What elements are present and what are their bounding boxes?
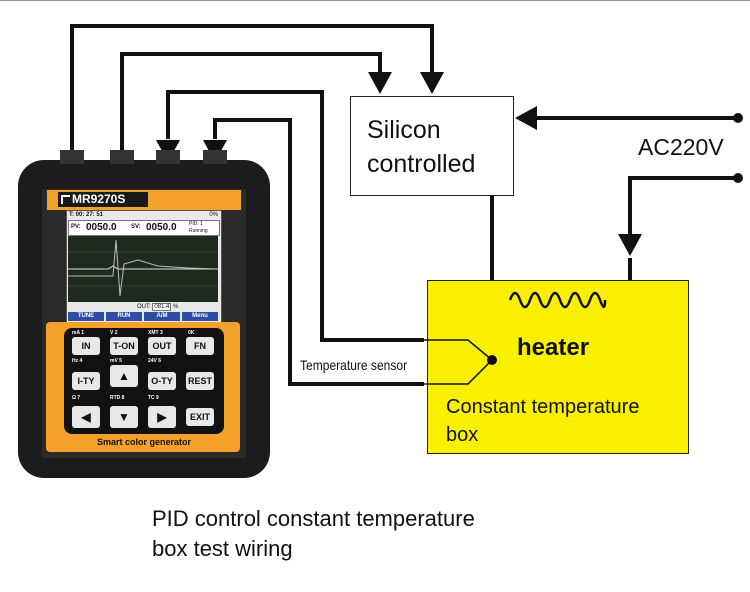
key-exit[interactable]: EXIT (186, 408, 214, 426)
key-o-ty[interactable]: O-TY (148, 372, 176, 390)
pid-mode: PID: 1 (189, 221, 203, 227)
scr-label-line2: controlled (367, 150, 476, 178)
out-value: 081.4 (152, 303, 172, 311)
out-unit: % (173, 304, 179, 310)
key-up[interactable]: ▲ (110, 365, 138, 387)
device-model-label: MR9270S (58, 192, 148, 207)
scr-label-line1: Silicon (367, 116, 441, 144)
sensor-junction-icon (487, 355, 497, 365)
silicon-controlled-box: Silicon controlled (350, 96, 514, 196)
device-connector-1 (60, 150, 84, 164)
key-sublabel-v: V 2 (110, 330, 118, 336)
key-fn[interactable]: FN (186, 337, 214, 355)
key-down[interactable]: ▼ (110, 406, 138, 428)
pv-value: 0050.0 (86, 222, 117, 233)
key-sublabel-mv: mV 5 (110, 358, 122, 364)
key-out[interactable]: OUT (148, 337, 176, 355)
sv-label: SV: (131, 224, 141, 230)
sensor-lead-upper (424, 339, 493, 361)
key-sublabel-ohm: Ω 7 (72, 395, 81, 401)
out-label: OUT: (137, 304, 151, 310)
wire-output-1 (70, 24, 434, 162)
wire-sensor-1 (166, 90, 424, 342)
softkey-menu[interactable]: Menu (182, 312, 218, 321)
key-i-ty[interactable]: I-TY (72, 372, 100, 390)
ac-terminal-top (733, 113, 743, 123)
device-connector-2 (110, 150, 134, 164)
screen-time: T: 00: 27: 51 (69, 212, 104, 218)
heater-coil-icon (508, 291, 607, 309)
arrow-down-2 (368, 72, 392, 94)
constant-temperature-box (427, 280, 689, 454)
wire-output-2 (120, 52, 382, 162)
wire-sensor-2 (213, 118, 424, 386)
key-sublabel-ma: mA 1 (72, 330, 85, 336)
trend-graph (68, 236, 218, 302)
key-t-on[interactable]: T-ON (110, 337, 138, 355)
screen-percent: 0% (209, 212, 218, 218)
top-divider (0, 0, 750, 1)
ac-terminal-bottom (733, 173, 743, 183)
box-label-line1: Constant temperature (446, 396, 640, 418)
screen-value-row: PV: 0050.0 SV: 0050.0 PID: 1 Running (68, 220, 220, 236)
out-row: OUT: 081.4 % (137, 303, 179, 311)
sensor-label: Temperature sensor (300, 357, 408, 373)
key-in[interactable]: IN (72, 337, 100, 355)
softkey-row: TUNE RUN A/M Menu (68, 312, 218, 321)
model-text: MR9270S (72, 192, 126, 206)
key-sublabel-tc: TC 9 (148, 395, 159, 401)
key-sublabel-rtd: RTD 8 (110, 395, 125, 401)
run-status: Running (189, 228, 208, 234)
softkey-tune[interactable]: TUNE (68, 312, 104, 321)
keypad: mA 1 IN V 2 T-ON XMT 3 OUT 0K FN Hz 4 I-… (64, 328, 224, 434)
arrow-left-ac (515, 106, 537, 130)
key-sublabel-ok: 0K (188, 330, 195, 336)
sv-value: 0050.0 (146, 222, 177, 233)
device-connector-4 (203, 150, 227, 164)
heater-label: heater (517, 334, 590, 361)
softkey-run[interactable]: RUN (106, 312, 142, 321)
key-sublabel-24v: 24V 6 (148, 358, 162, 364)
key-sublabel-hz: Hz 4 (72, 358, 83, 364)
device-brand-label: Smart color generator (96, 437, 192, 447)
logo-mark-icon (61, 195, 70, 204)
power-label: AC220V (638, 134, 724, 160)
sensor-lead-lower (424, 359, 493, 385)
device-connector-3 (156, 150, 180, 164)
device-screen: T: 00: 27: 51 0% PV: 0050.0 SV: 0050.0 P… (66, 210, 222, 324)
arrow-down-1 (420, 72, 444, 94)
box-label-line2: box (446, 424, 479, 446)
caption-line2: box test wiring (152, 536, 293, 561)
wire-ac-bottom (628, 176, 737, 236)
caption-line1: PID control constant temperature (152, 506, 475, 531)
key-right[interactable]: ▶ (148, 406, 176, 428)
pv-label: PV: (71, 224, 81, 230)
key-left[interactable]: ◀ (72, 406, 100, 428)
softkey-am[interactable]: A/M (144, 312, 180, 321)
key-rest[interactable]: REST (186, 372, 214, 390)
key-sublabel-xmt: XMT 3 (148, 330, 163, 336)
arrow-down-ac (618, 234, 642, 256)
